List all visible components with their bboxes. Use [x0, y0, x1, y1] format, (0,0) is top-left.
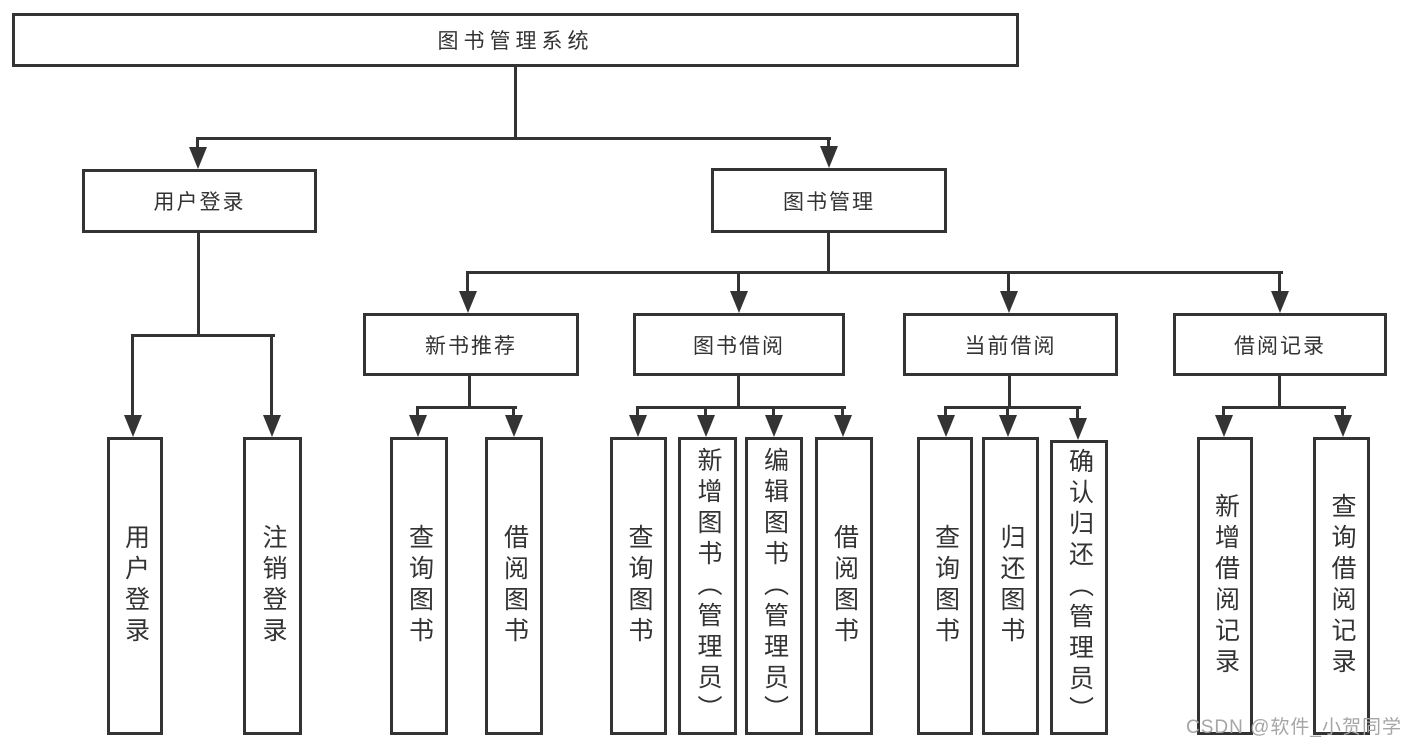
- connector-line: [737, 376, 740, 409]
- arrow-down-icon: [458, 271, 478, 313]
- node-user-login: 用户登录: [82, 169, 317, 233]
- leaf-label: 借阅图书: [830, 524, 859, 648]
- leaf-borrow-books: 借阅图书: [485, 437, 543, 735]
- arrow-down-icon: [1214, 406, 1234, 437]
- arrow-down-icon: [998, 406, 1018, 437]
- leaf-query-books: 查询图书: [390, 437, 448, 735]
- arrow-down-icon: [729, 271, 749, 313]
- leaf-label: 查询图书: [625, 524, 653, 648]
- arrow-down-icon: [628, 406, 648, 437]
- connector-line: [132, 334, 275, 337]
- arrow-down-icon: [764, 406, 784, 437]
- node-root-label: 图书管理系统: [437, 30, 594, 53]
- arrow-down-icon: [833, 406, 853, 437]
- connector-line: [514, 67, 517, 139]
- node-root: 图书管理系统: [12, 13, 1019, 67]
- leaf-edit-books-admin: 编辑图书（管理员）: [745, 437, 803, 735]
- node-label: 图书借阅: [693, 334, 785, 358]
- connector-line: [417, 406, 517, 409]
- arrow-down-icon: [936, 406, 956, 437]
- arrow-down-icon: [408, 406, 428, 437]
- connector-line: [467, 271, 1283, 274]
- connector-line: [468, 376, 471, 409]
- node-label: 用户登录: [153, 191, 246, 214]
- leaf-label: 编辑图书（管理员）: [760, 446, 789, 726]
- leaf-query-borrow-record: 查询借阅记录: [1313, 437, 1370, 735]
- connector-line: [1278, 376, 1281, 409]
- leaf-query-books: 查询图书: [917, 437, 973, 735]
- node-book-borrow: 图书借阅: [633, 313, 845, 376]
- arrow-down-icon: [1333, 406, 1353, 437]
- arrow-down-icon: [696, 406, 716, 437]
- arrow-down-icon: [1068, 406, 1088, 440]
- connector-line: [945, 406, 1081, 409]
- leaf-label: 查询图书: [931, 524, 960, 648]
- leaf-user-login: 用户登录: [107, 437, 163, 735]
- node-label: 新书推荐: [425, 334, 517, 358]
- arrow-down-icon: [504, 406, 524, 437]
- connector-line: [197, 137, 831, 140]
- leaf-label: 归还图书: [997, 524, 1025, 648]
- node-current-borrow: 当前借阅: [903, 313, 1118, 376]
- leaf-label: 查询图书: [405, 524, 434, 648]
- connector-line: [1223, 406, 1346, 409]
- leaf-borrow-books: 借阅图书: [815, 437, 873, 735]
- leaf-return-books: 归还图书: [982, 437, 1039, 735]
- node-new-book-recommend: 新书推荐: [363, 313, 579, 376]
- leaf-query-books: 查询图书: [610, 437, 667, 735]
- arrow-down-icon: [999, 271, 1019, 313]
- arrow-down-icon: [262, 334, 282, 437]
- node-label: 当前借阅: [964, 334, 1057, 358]
- node-book-mgmt: 图书管理: [711, 168, 947, 233]
- leaf-logout: 注销登录: [243, 437, 302, 735]
- arrow-down-icon: [188, 137, 208, 169]
- leaf-label: 确认归还（管理员）: [1065, 448, 1094, 727]
- leaf-label: 注销登录: [259, 524, 287, 648]
- arrow-down-icon: [123, 334, 143, 437]
- csdn-watermark: CSDN @软件_小贺同学: [1186, 717, 1402, 738]
- leaf-label: 用户登录: [121, 524, 150, 648]
- leaf-label: 新增借阅记录: [1211, 493, 1240, 679]
- leaf-label: 查询借阅记录: [1328, 493, 1356, 679]
- arrow-down-icon: [819, 137, 839, 168]
- node-label: 图书管理: [783, 190, 875, 214]
- leaf-confirm-return-admin: 确认归还（管理员）: [1050, 440, 1108, 735]
- leaf-add-borrow-record: 新增借阅记录: [1197, 437, 1253, 735]
- leaf-label: 新增图书（管理员）: [694, 446, 722, 726]
- connector-line: [1008, 376, 1011, 409]
- node-label: 借阅记录: [1234, 334, 1326, 358]
- leaf-add-books-admin: 新增图书（管理员）: [678, 437, 737, 735]
- connector-line: [637, 406, 846, 409]
- connector-line: [827, 233, 830, 274]
- connector-line: [197, 233, 200, 337]
- node-borrow-records: 借阅记录: [1173, 313, 1387, 376]
- arrow-down-icon: [1270, 271, 1290, 313]
- leaf-label: 借阅图书: [500, 524, 529, 648]
